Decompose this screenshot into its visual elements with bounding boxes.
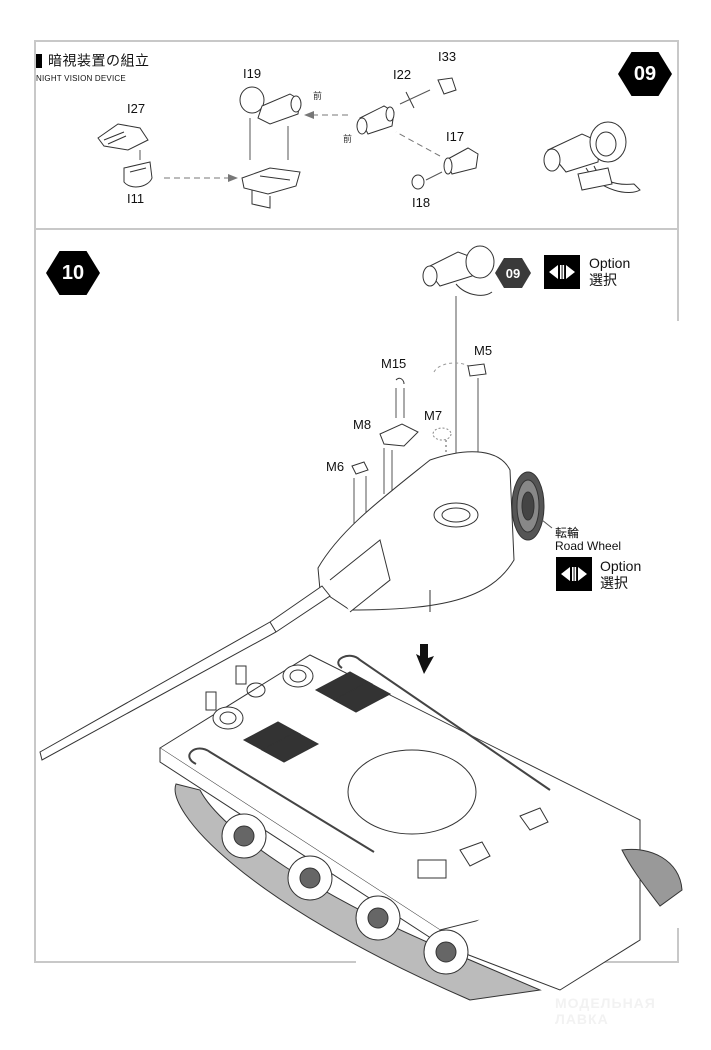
part-label-i27: I27 bbox=[127, 101, 146, 116]
reference-step-badge: 09 bbox=[495, 258, 531, 288]
step-10-frame-bottom-right bbox=[590, 961, 679, 963]
part-i19-drawing bbox=[239, 86, 302, 125]
title-japanese: 暗視装置の組立 bbox=[48, 53, 150, 70]
down-arrow-icon bbox=[416, 644, 434, 674]
road-wheel-option-label: Option bbox=[600, 558, 642, 574]
step-10-badge: 10 bbox=[46, 251, 100, 295]
track-drawing bbox=[174, 783, 683, 1001]
part-label-m8: M8 bbox=[353, 417, 372, 432]
option-label-jp: 選択 bbox=[589, 272, 617, 288]
step-10-frame-left bbox=[34, 229, 36, 963]
part-i17-drawing bbox=[443, 147, 479, 175]
gun-barrel-drawing bbox=[39, 585, 331, 761]
road-wheel-option-text: Option 選択 bbox=[600, 558, 641, 592]
title-english: NIGHT VISION DEVICE bbox=[36, 73, 126, 83]
section-title: 暗視装置の組立 NIGHT VISION DEVICE bbox=[36, 50, 150, 83]
part-label-m6: M6 bbox=[326, 459, 345, 474]
night-vision-device-complete bbox=[543, 121, 641, 193]
step-09-frame bbox=[34, 40, 679, 230]
part-i18-drawing bbox=[411, 174, 425, 190]
part-label-m5: M5 bbox=[474, 343, 493, 358]
front-marker: 前 bbox=[313, 92, 323, 102]
road-wheel-option-label-jp: 選択 bbox=[600, 575, 628, 591]
part-i33-drawing bbox=[437, 77, 457, 95]
step-10-frame-right bbox=[677, 229, 679, 321]
road-wheel-label-en: Road Wheel bbox=[555, 539, 622, 553]
watermark: МОДЕЛЬНАЯ ЛАВКА bbox=[555, 995, 656, 1027]
watermark-line2: ЛАВКА bbox=[555, 1011, 609, 1027]
road-wheel-option-icon bbox=[556, 557, 592, 591]
option-icon bbox=[544, 255, 580, 289]
part-label-i17: I17 bbox=[446, 129, 465, 144]
part-label-i33: I33 bbox=[438, 49, 457, 64]
part-i27-drawing bbox=[97, 123, 149, 151]
part-label-m15: M15 bbox=[381, 356, 407, 371]
turret-drawing bbox=[317, 451, 515, 613]
step-10-frame-right-lower bbox=[677, 928, 679, 963]
step-10-frame-bottom bbox=[34, 961, 356, 963]
part-label-i19: I19 bbox=[243, 66, 262, 81]
option-label: Option bbox=[589, 255, 631, 271]
part-i11-drawing bbox=[123, 161, 153, 188]
option-text: Option 選択 bbox=[589, 255, 630, 289]
part-base-drawing bbox=[241, 167, 301, 209]
night-vision-device-step10 bbox=[422, 245, 495, 296]
hull-drawing bbox=[159, 654, 641, 991]
part-label-i11: I11 bbox=[127, 191, 145, 206]
watermark-line1: МОДЕЛЬНАЯ bbox=[555, 995, 656, 1011]
part-label-m7: M7 bbox=[424, 408, 443, 423]
road-wheel-label-jp: 転輪 bbox=[555, 526, 580, 540]
part-label-i22: I22 bbox=[393, 67, 412, 82]
front-marker: 前 bbox=[343, 135, 353, 145]
part-i22-drawing bbox=[356, 105, 395, 135]
part-label-i18: I18 bbox=[412, 195, 431, 210]
title-marker bbox=[36, 53, 42, 68]
road-wheel-drawing bbox=[511, 471, 553, 541]
